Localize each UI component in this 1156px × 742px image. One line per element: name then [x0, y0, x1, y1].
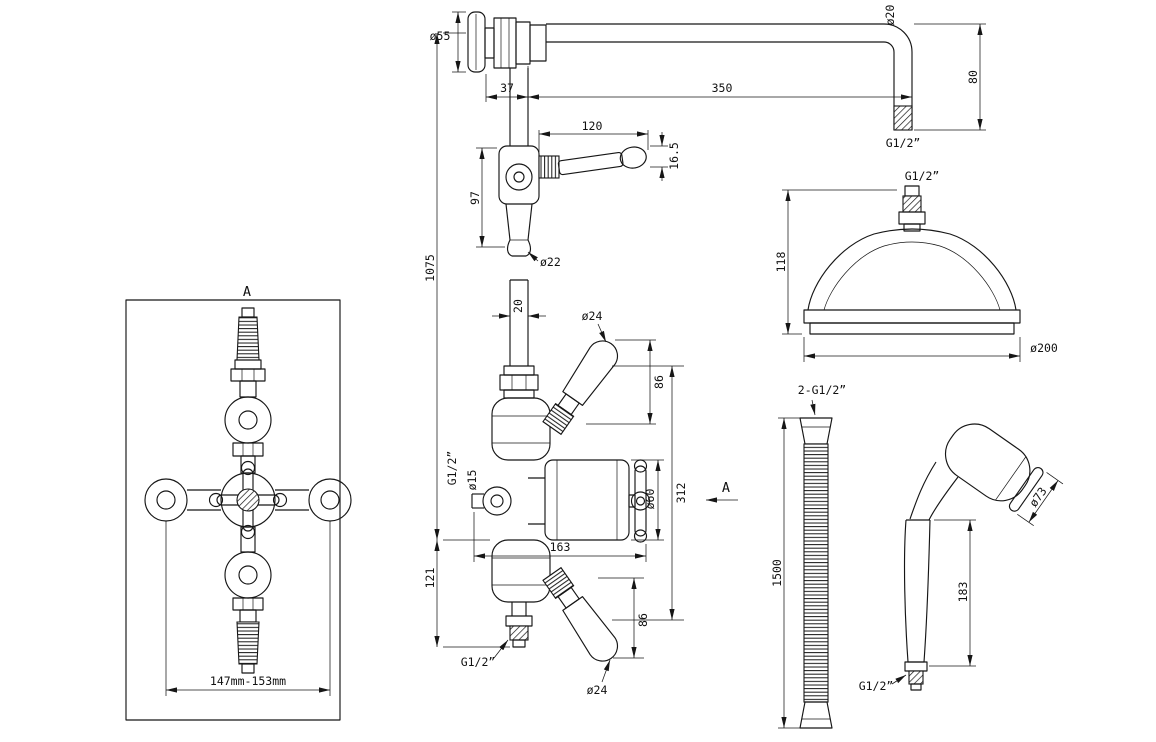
hose-body — [799, 417, 833, 729]
inlet-thread-label: G1/2” — [445, 451, 459, 486]
handset-view: ø73 183 G1/2” — [859, 423, 1064, 693]
overall-height-dimensions: 1075 121 — [423, 32, 510, 648]
arm-pipe-dia-label: ø20 — [883, 5, 897, 26]
lever-thickness-dimension: 16.5 — [650, 132, 681, 181]
height-121-label: 121 — [423, 568, 437, 589]
diverter-assembly — [498, 68, 647, 257]
front-width-dim-label: 147mm-153mm — [210, 674, 286, 688]
body-97-label: 97 — [468, 191, 482, 205]
head-118-label: 118 — [774, 252, 788, 273]
lever-length-dimension: 120 — [538, 119, 649, 152]
shower-arm — [546, 23, 913, 131]
front-view-valve: A — [125, 284, 352, 721]
height-312-label: 312 — [674, 483, 688, 504]
handle-86-top-label: 86 — [652, 375, 666, 389]
offset-37-label: 37 — [500, 81, 514, 95]
handle-dia-24-top-label: ø24 — [582, 309, 603, 323]
front-top-escutcheon — [224, 396, 272, 474]
handset-183-label: 183 — [956, 582, 970, 603]
shower-head-view: G1/2” 118 ø200 — [774, 169, 1058, 362]
handset-length-dimension: 183 — [929, 519, 976, 667]
top-handle-dia-callout: ø24 — [582, 309, 607, 343]
handle-dia-24-bottom-label: ø24 — [587, 683, 608, 697]
body-dia-60-label: ø60 — [643, 489, 657, 510]
head-bell — [803, 228, 1021, 335]
pipe-20-label: 20 — [511, 299, 525, 313]
diverter-height-dimension: 97 — [468, 147, 505, 248]
flange-dia-dimension: ø55 — [430, 11, 466, 73]
top-handle-length-dimension: 86 — [586, 339, 666, 425]
drop-80-label: 80 — [966, 70, 980, 84]
handset-head: ø73 — [944, 423, 1064, 527]
lower-valve-body — [491, 539, 619, 662]
front-section-label: A — [243, 284, 251, 300]
side-section-label: A — [722, 480, 730, 496]
thermostat-body — [528, 459, 651, 543]
side-view-shower-system: ø55 ø20 G1/2” 37 350 80 — [423, 5, 986, 697]
inlet-dia-15-label: ø15 — [465, 470, 479, 491]
bottom-handle-length-dimension: 86 — [598, 577, 650, 659]
head-thread-label: G1/2” — [905, 169, 940, 183]
head-connector — [898, 185, 926, 232]
upper-valve-body — [491, 340, 619, 461]
handset-thread — [908, 670, 924, 685]
hose-thread-label: 2-G1/2” — [798, 383, 846, 397]
height-1075-label: 1075 — [423, 254, 437, 282]
flange-dia-label: ø55 — [430, 29, 451, 43]
hose-1500-label: 1500 — [770, 559, 784, 587]
arm-length-dimensions: 37 350 — [485, 66, 912, 102]
spout-dia-callout: ø22 — [527, 251, 561, 269]
valve-width-dimension: 163 — [473, 512, 647, 562]
arm-drop-dimension: 80 — [914, 23, 986, 131]
outlet-thread-callout: G1/2” — [461, 639, 509, 669]
front-view-panel — [125, 299, 341, 721]
hose-thread-leader — [810, 399, 816, 416]
wall-flange-union — [467, 11, 547, 73]
handset-thread-callout: G1/2” — [859, 674, 907, 693]
inlet-connection — [471, 486, 512, 516]
arm-thread-label: G1/2” — [886, 136, 921, 150]
body-dia-dimension: ø60 — [631, 459, 664, 541]
valve-height-dimension: 312 — [612, 365, 688, 621]
head-height-dimension: 118 — [774, 189, 897, 335]
width-163-label: 163 — [550, 540, 571, 554]
lever-16-5-label: 16.5 — [667, 142, 681, 170]
front-width-dimension: 147mm-153mm — [165, 521, 331, 696]
handset-thread-label: G1/2” — [859, 679, 894, 693]
spout-dia-22-label: ø22 — [540, 255, 561, 269]
handset-handle — [903, 461, 959, 691]
outlet-thread — [509, 625, 529, 641]
arm-350-label: 350 — [712, 81, 733, 95]
front-cross-assembly — [144, 460, 352, 540]
riser-pipe: 20 — [492, 279, 546, 399]
head-dia-200-label: ø200 — [1030, 341, 1058, 355]
handset-dia-73-label: ø73 — [1026, 484, 1049, 509]
bottom-handle-dia-callout: ø24 — [587, 659, 611, 697]
handle-86-bottom-label: 86 — [636, 613, 650, 627]
outlet-thread-label: G1/2” — [461, 655, 496, 669]
arm-thread — [893, 105, 913, 131]
hose-length-dimension: 1500 — [770, 417, 800, 729]
hose-view: 2-G1/2” 1500 — [770, 383, 846, 729]
lever-120-label: 120 — [582, 119, 603, 133]
front-top-lever — [230, 307, 266, 398]
section-marker: A — [706, 480, 738, 503]
head-dia-dimension: ø200 — [803, 337, 1058, 362]
front-bottom-assembly — [224, 526, 272, 674]
